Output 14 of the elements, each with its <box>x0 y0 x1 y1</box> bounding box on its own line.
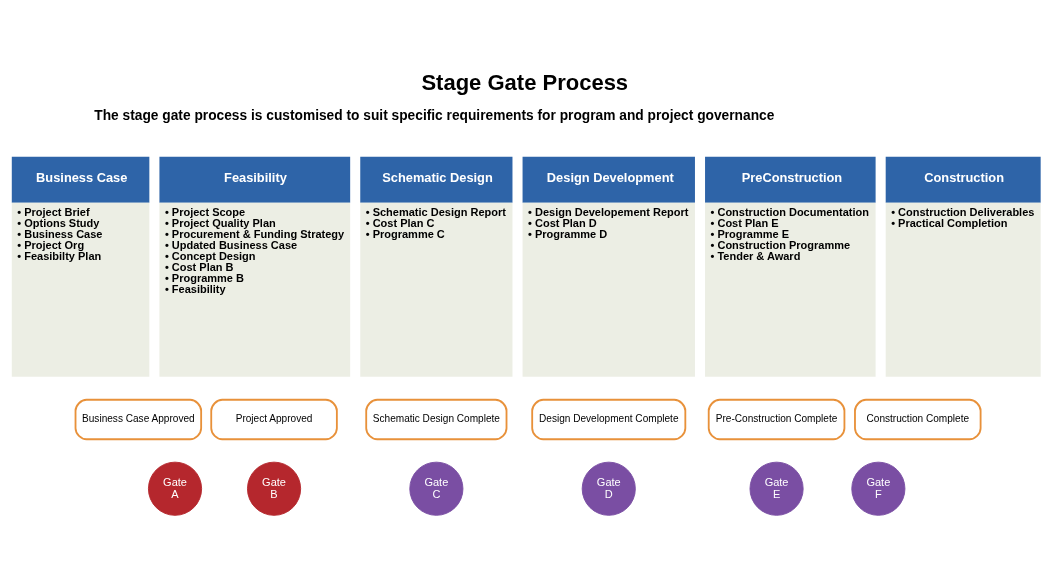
node-circle: Gate A <box>147 461 203 516</box>
diagram-title: Stage Gate Process <box>421 69 629 95</box>
node-box: Business Case Approved <box>74 398 203 440</box>
node-box: Pre-Construction Complete <box>707 398 846 440</box>
node-circle: Gate B <box>247 461 302 516</box>
node-box: Project Approved <box>210 398 338 440</box>
node-box: Schematic Design Complete <box>365 398 508 440</box>
node-circle: Gate D <box>581 461 636 516</box>
node-box: Construction Complete <box>854 398 982 440</box>
node-circle: Gate C <box>409 461 464 516</box>
label: The stage gate process is customised to suit specific requirements for program and project governance <box>94 107 775 123</box>
node-circle: Gate F <box>851 461 906 516</box>
node-box: Design Development Complete <box>531 398 687 440</box>
node-circle: Gate E <box>749 461 804 516</box>
